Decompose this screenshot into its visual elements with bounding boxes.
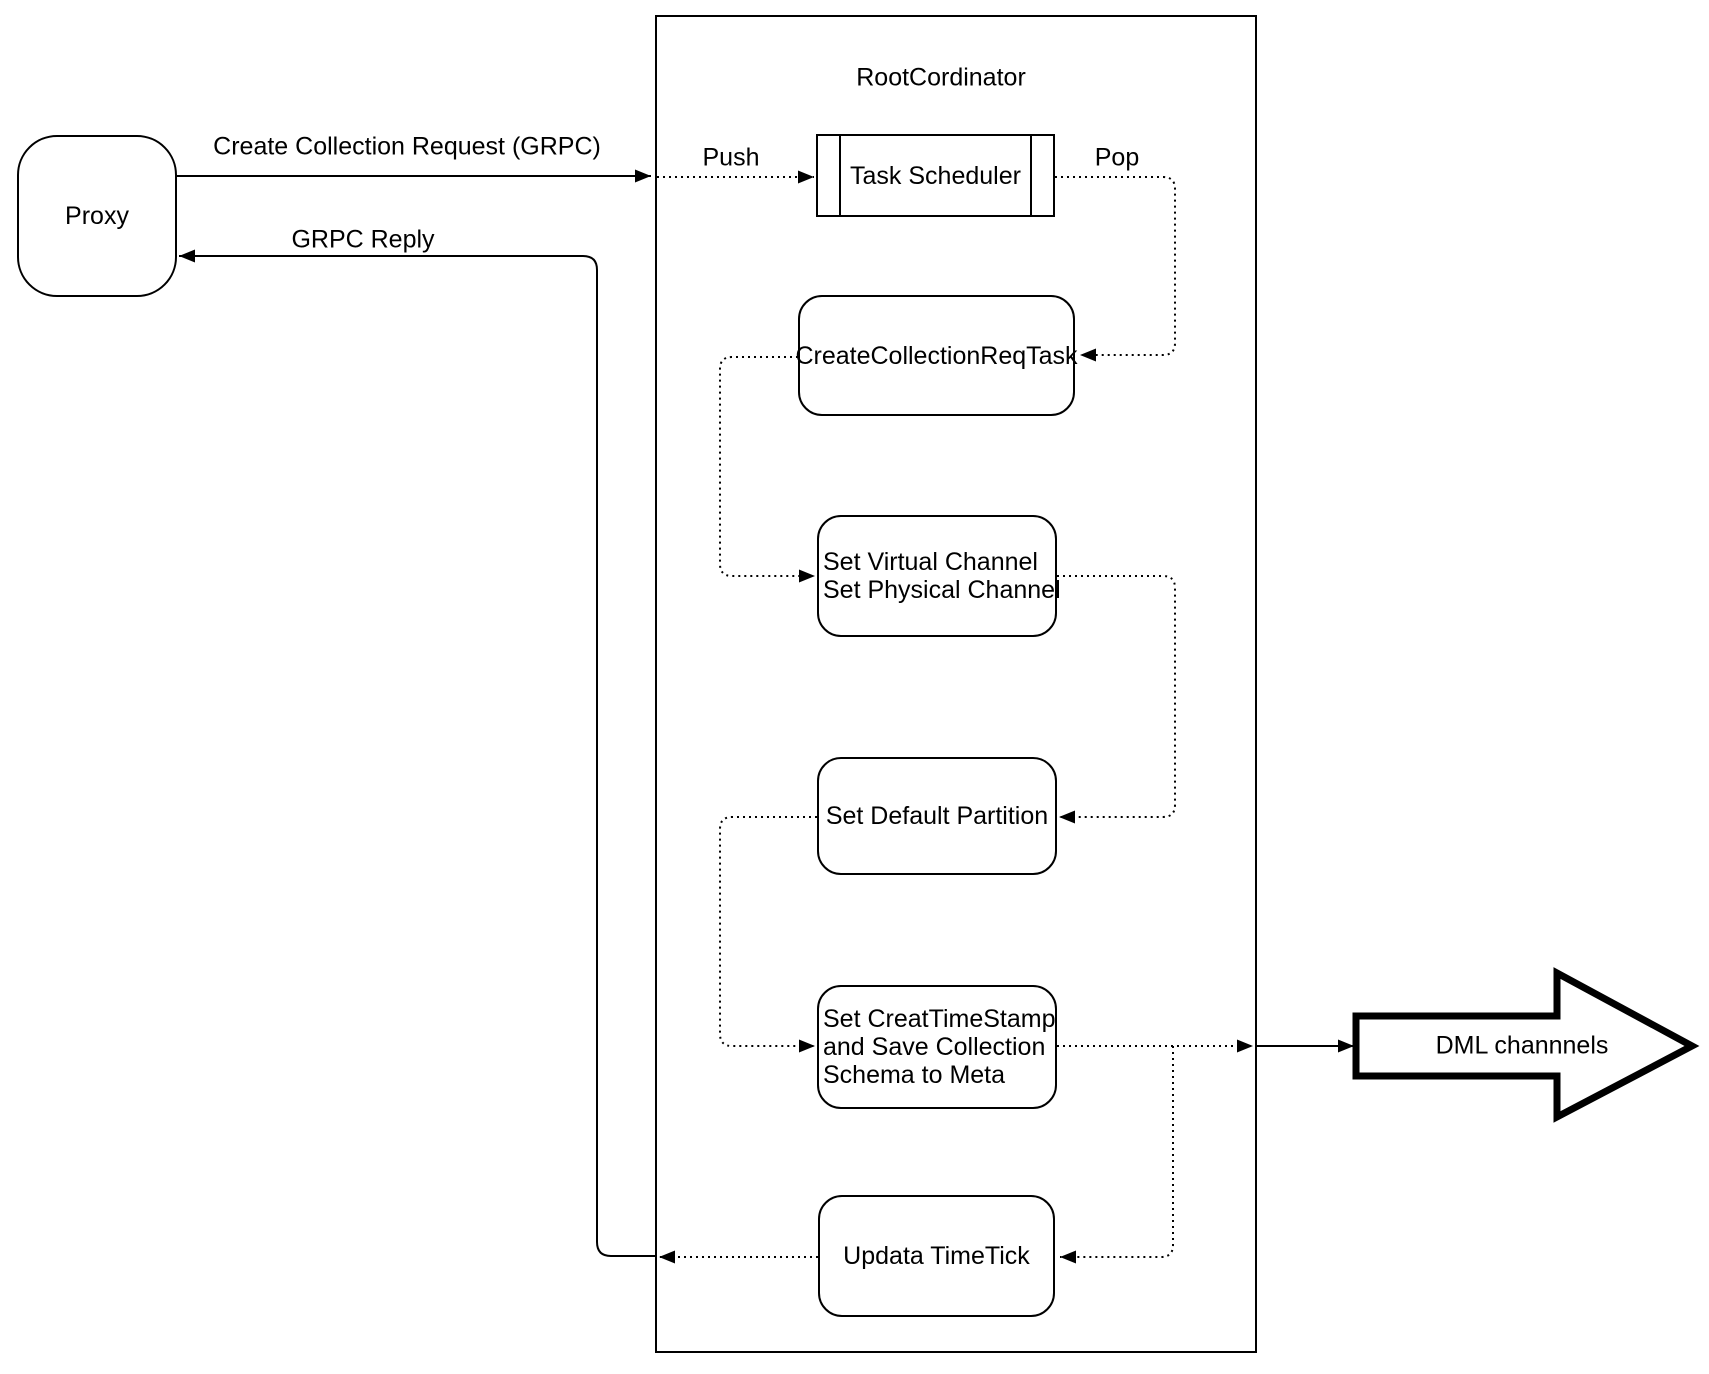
node-set-creat-timestamp-line3: Schema to Meta	[823, 1061, 1006, 1089]
node-set-virtual-channel: Set Virtual Channel Set Physical Channel	[817, 515, 1061, 637]
node-task-scheduler-label: Task Scheduler	[850, 161, 1021, 190]
node-set-default-partition: Set Default Partition	[817, 757, 1057, 875]
node-set-default-partition-label: Set Default Partition	[825, 802, 1049, 830]
node-updata-timetick-label: Updata TimeTick	[843, 1242, 1030, 1270]
edge-grpc-reply	[179, 249, 655, 1257]
task-scheduler-left-bar	[839, 136, 841, 215]
node-proxy-label: Proxy	[65, 202, 129, 230]
edge-label-create-collection-request: Create Collection Request (GRPC)	[213, 132, 601, 161]
node-proxy: Proxy	[17, 135, 177, 297]
node-set-creat-timestamp: Set CreatTimeStamp and Save Collection S…	[817, 985, 1057, 1109]
root-cordinator-container	[655, 15, 1257, 1353]
node-create-collection-req-task-label: CreateCollectionReqTask	[795, 341, 1078, 370]
node-task-scheduler: Task Scheduler	[816, 134, 1055, 217]
root-cordinator-title: RootCordinator	[856, 63, 1026, 92]
edge-label-push: Push	[702, 143, 760, 172]
edge-label-pop: Pop	[1094, 143, 1140, 172]
edge-label-grpc-reply: GRPC Reply	[291, 225, 435, 254]
dml-channels-label: DML channnels	[1435, 1031, 1609, 1060]
node-set-creat-timestamp-line1: Set CreatTimeStamp	[823, 1005, 1056, 1033]
node-set-virtual-channel-line1: Set Virtual Channel	[823, 548, 1038, 576]
node-set-creat-timestamp-line2: and Save Collection	[823, 1033, 1046, 1061]
node-create-collection-req-task: CreateCollectionReqTask	[795, 295, 1078, 416]
task-scheduler-right-bar	[1030, 136, 1032, 215]
node-set-virtual-channel-line2: Set Physical Channel	[823, 576, 1061, 604]
node-updata-timetick: Updata TimeTick	[818, 1195, 1055, 1317]
